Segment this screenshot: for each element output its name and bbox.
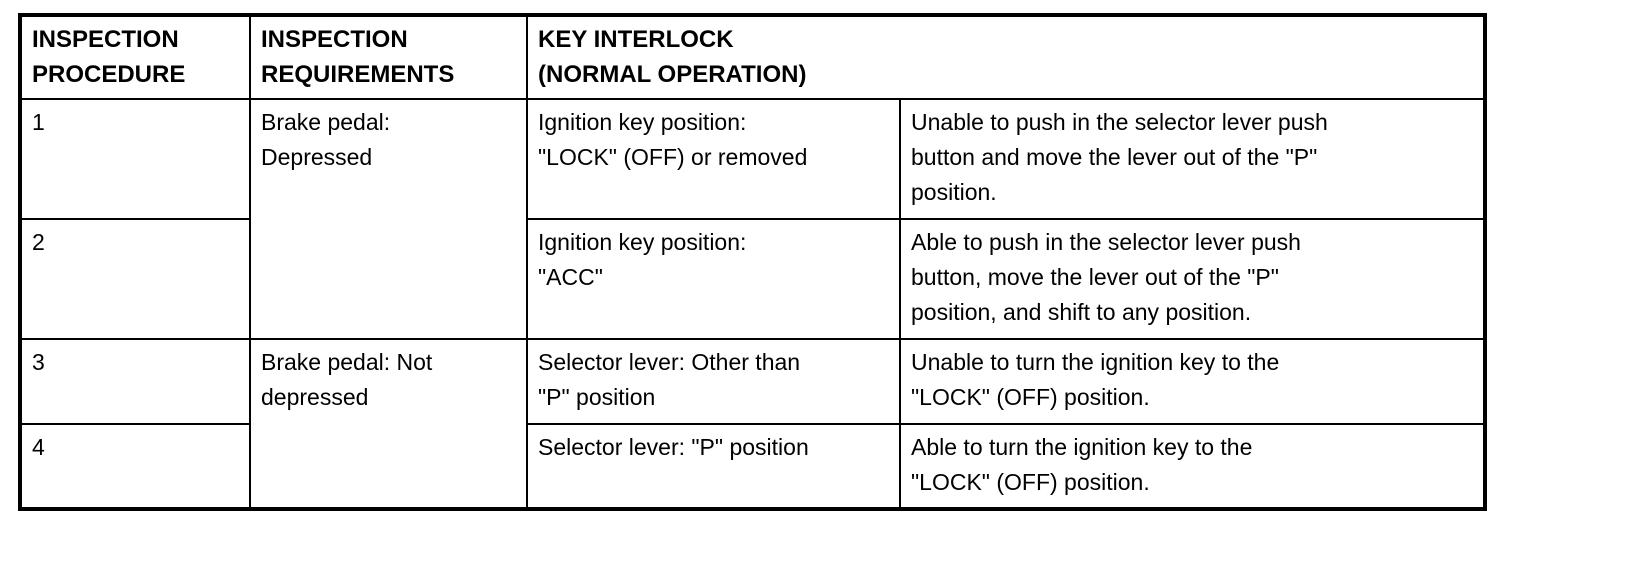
cell-procedure-4: 4 bbox=[19, 423, 251, 510]
cell-result-unable-turn-key: Unable to turn the ignition key to the "… bbox=[899, 338, 1486, 425]
cell-result-able-turn-key: Able to turn the ignition key to the "LO… bbox=[899, 423, 1486, 510]
cell-result-unable-push-button: Unable to push in the selector lever pus… bbox=[899, 98, 1486, 220]
header-inspection-procedure: INSPECTION PROCEDURE bbox=[19, 14, 251, 100]
cell-requirement-brake-depressed: Brake pedal: Depressed bbox=[249, 98, 528, 340]
cell-condition-key-acc: Ignition key position: "ACC" bbox=[526, 218, 901, 340]
table-row: 1 Brake pedal: Depressed Ignition key po… bbox=[19, 98, 1486, 340]
cell-procedure-2: 2 bbox=[19, 218, 251, 340]
cell-result-able-push-button: Able to push in the selector lever push … bbox=[899, 218, 1486, 340]
cell-procedure-1: 1 bbox=[19, 98, 251, 220]
cell-condition-key-lock-removed: Ignition key position: "LOCK" (OFF) or r… bbox=[526, 98, 901, 220]
cell-procedure-3: 3 bbox=[19, 338, 251, 425]
cell-requirement-brake-not-depressed: Brake pedal: Not depressed bbox=[249, 338, 528, 510]
header-key-interlock: KEY INTERLOCK (NORMAL OPERATION) bbox=[526, 14, 1486, 100]
table-row: 4 Selector lever: "P" position Able to t… bbox=[19, 423, 1486, 510]
header-row: INSPECTION PROCEDURE INSPECTION REQUIREM… bbox=[19, 14, 1486, 100]
cell-condition-lever-other-than-p: Selector lever: Other than "P" position bbox=[526, 338, 901, 425]
header-inspection-requirements: INSPECTION REQUIREMENTS bbox=[249, 14, 528, 100]
table-row: 2 Ignition key position: "ACC" Able to p… bbox=[19, 218, 1486, 340]
table-row: 3 Brake pedal: Not depressed Selector le… bbox=[19, 338, 1486, 510]
key-interlock-inspection-table: INSPECTION PROCEDURE INSPECTION REQUIREM… bbox=[18, 13, 1487, 511]
cell-condition-lever-p-position: Selector lever: "P" position bbox=[526, 423, 901, 510]
